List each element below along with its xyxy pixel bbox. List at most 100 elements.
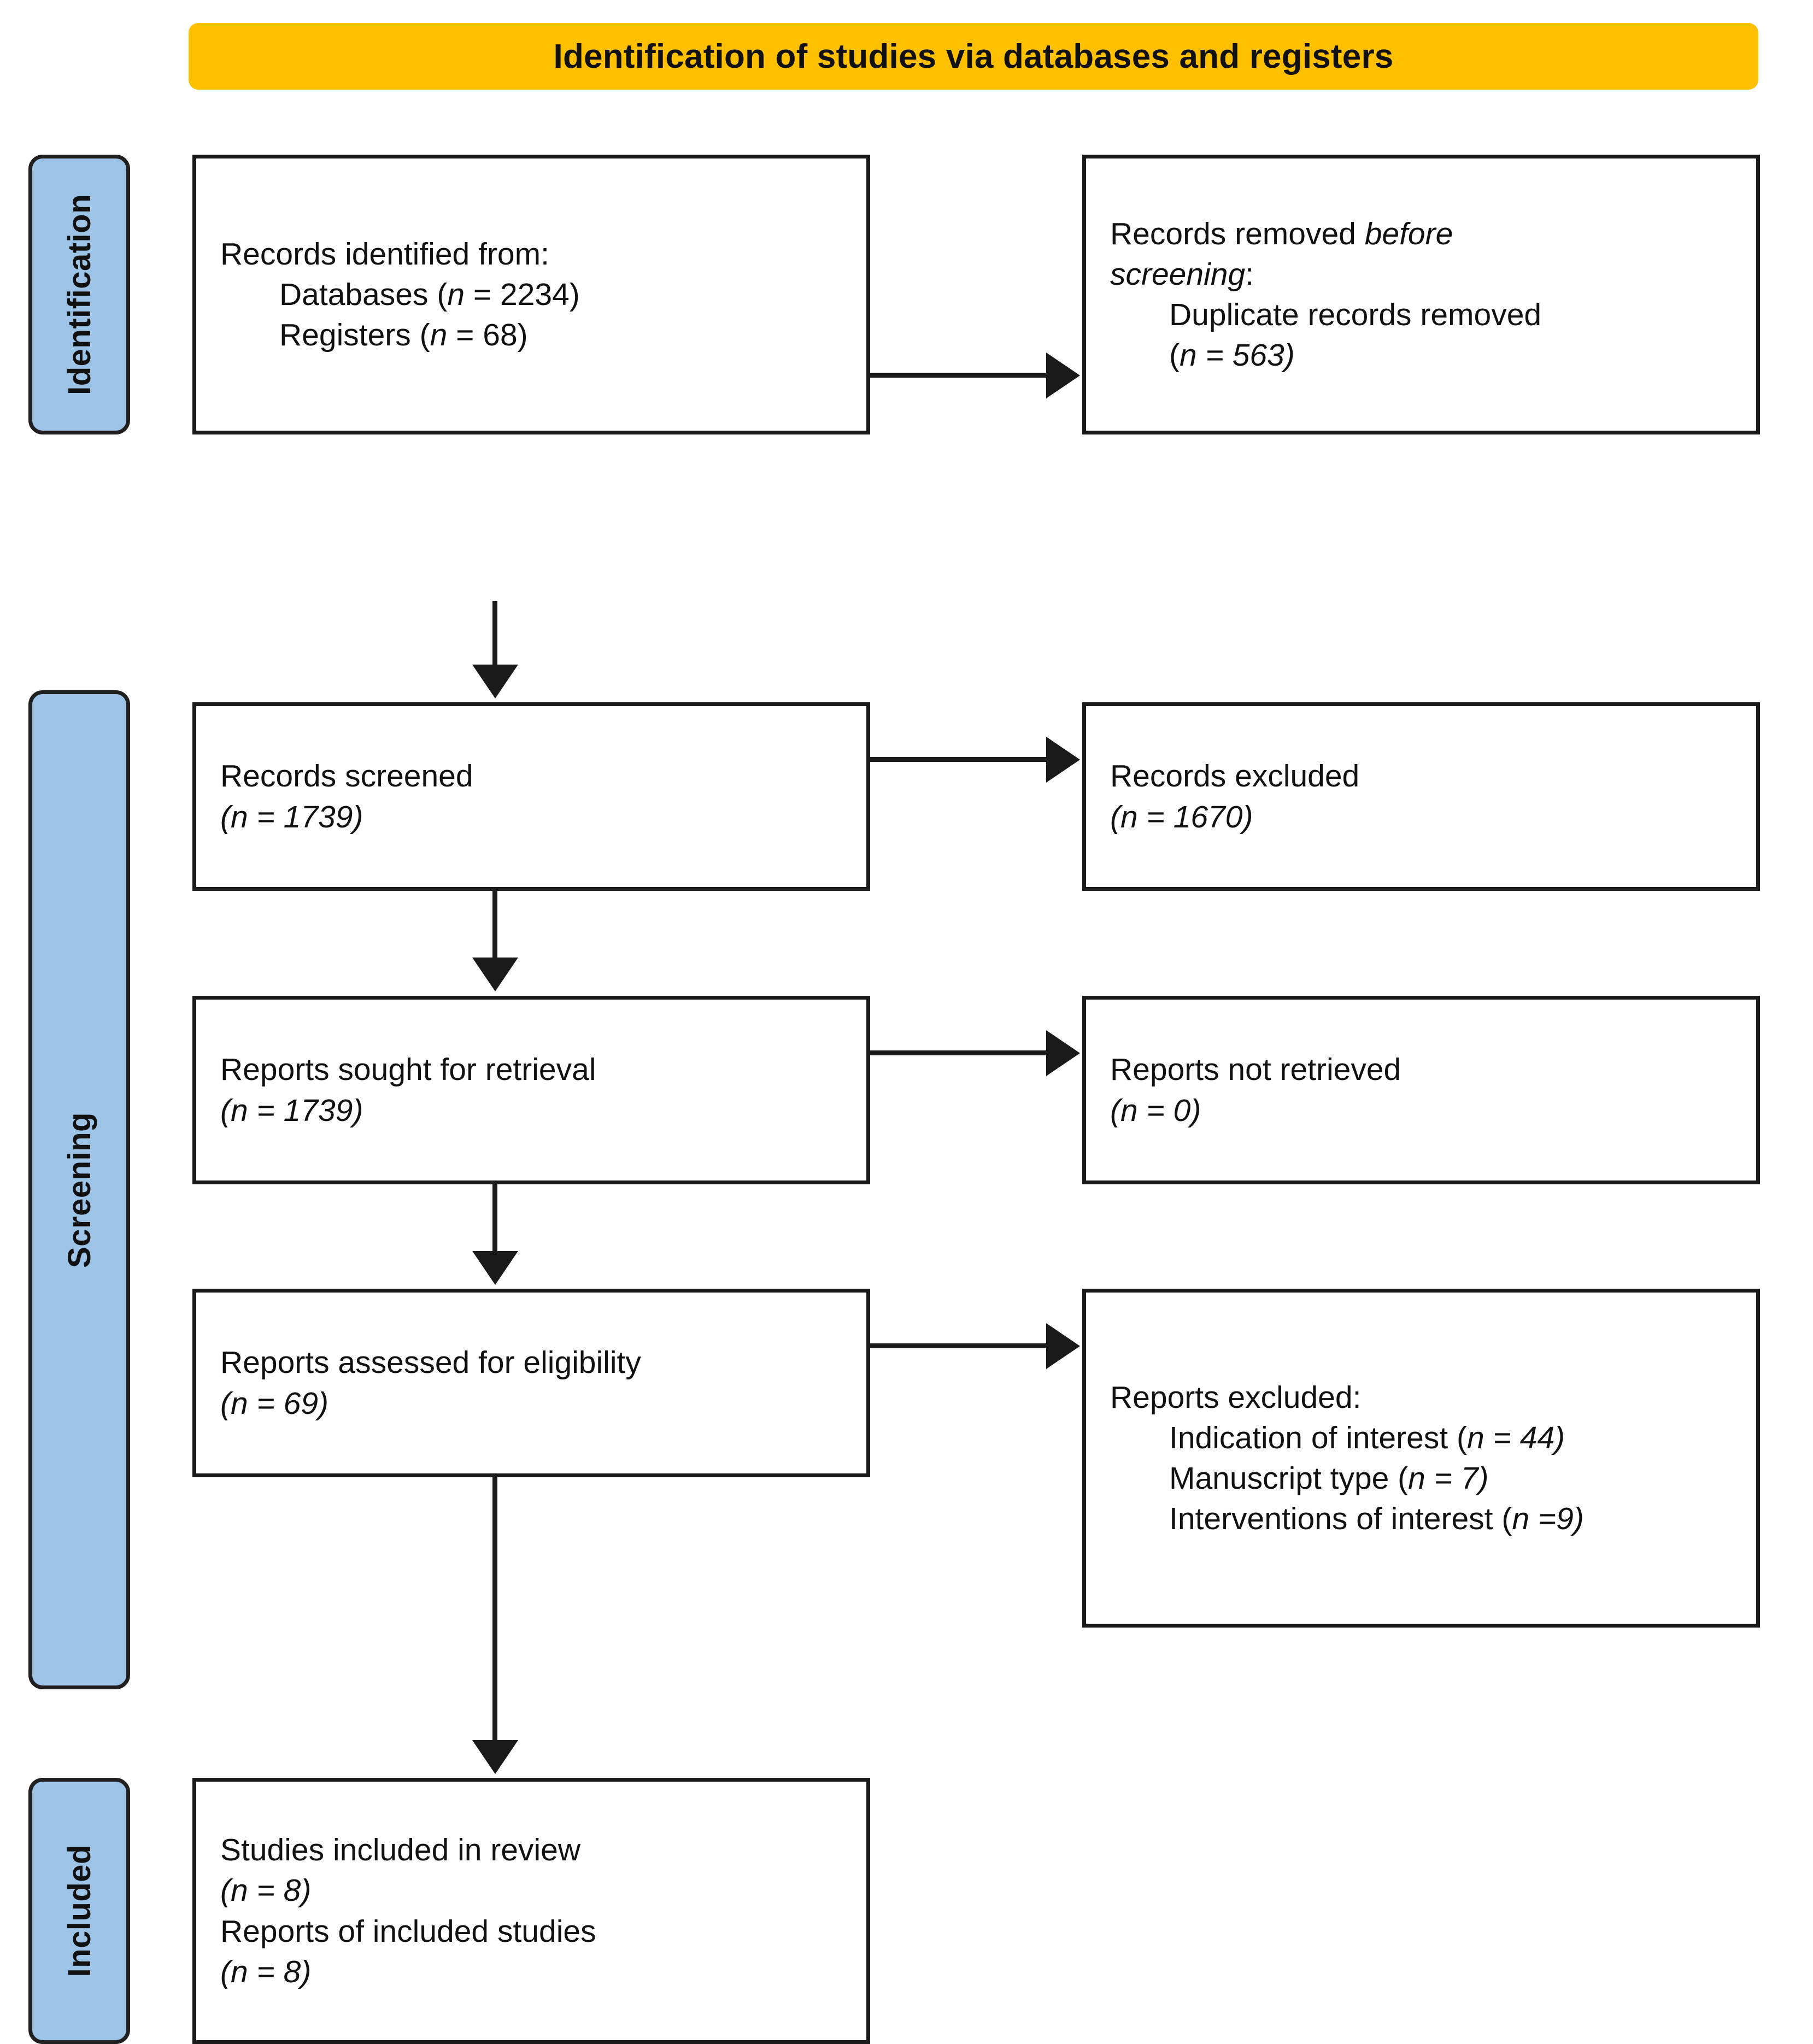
header-banner: Identification of studies via databases …: [189, 23, 1758, 90]
records-excluded-count: (n = 1670): [1110, 797, 1732, 837]
connector-identified-to-removed: [870, 373, 1051, 378]
reports-assessed-title: Reports assessed for eligibility: [220, 1345, 641, 1381]
box-records-identified: Records identified from: Databases (n = …: [192, 155, 870, 434]
not-retrieved-n-symbol: n: [1120, 1093, 1138, 1128]
indication-label: Indication of interest (: [1169, 1420, 1467, 1455]
registers-n-symbol: n: [430, 318, 448, 353]
assessed-n-value: = 69): [248, 1385, 329, 1421]
reports-excluded-title: Reports excluded:: [1110, 1379, 1362, 1415]
box-records-excluded: Records excluded (n = 1670): [1082, 702, 1760, 891]
duplicates-paren-open: (: [1169, 338, 1180, 373]
records-identified-databases: Databases (n = 2234): [220, 274, 842, 315]
manuscript-n-symbol: n: [1408, 1461, 1425, 1496]
duplicate-records-removed-count: (n = 563): [1110, 335, 1732, 375]
arrowhead-down-icon: [472, 1251, 518, 1285]
reports-excluded-interventions: Interventions of interest (n =9): [1110, 1499, 1732, 1539]
studies-paren-open: (: [220, 1873, 231, 1908]
reports-sought-count: (n = 1739): [220, 1090, 842, 1131]
registers-n-value: = 68): [447, 318, 528, 353]
reports-assessed-count: (n = 69): [220, 1383, 842, 1424]
manuscript-n-value: = 7): [1425, 1461, 1489, 1496]
indication-n-symbol: n: [1466, 1420, 1485, 1455]
arrowhead-down-icon: [472, 1740, 518, 1774]
records-identified-title: Records identified from:: [220, 236, 549, 272]
databases-n-value: = 2234): [465, 277, 580, 312]
databases-n-symbol: n: [447, 277, 465, 312]
connector-identified-to-screened: [492, 601, 497, 668]
duplicate-records-removed-label: Duplicate records removed: [1169, 297, 1542, 332]
records-screened-title: Records screened: [220, 759, 473, 794]
connector-assessed-to-included: [492, 1477, 497, 1741]
connector-screened-to-sought: [492, 891, 497, 960]
studies-n-value: = 8): [248, 1873, 312, 1908]
records-removed-before: before: [1364, 216, 1453, 251]
stage-rail-included: Included: [28, 1778, 130, 2044]
arrowhead-right-icon: [1046, 353, 1080, 398]
stage-rail-included-label: Included: [61, 1845, 97, 1977]
sought-paren-open: (: [220, 1093, 231, 1128]
databases-label: Databases (: [279, 277, 448, 312]
records-removed-colon: :: [1245, 256, 1254, 292]
reports-included-n-symbol: n: [230, 1954, 248, 1989]
box-reports-sought: Reports sought for retrieval (n = 1739): [192, 996, 870, 1184]
header-banner-title: Identification of studies via databases …: [553, 37, 1394, 75]
stage-rail-screening: Screening: [28, 690, 130, 1689]
arrowhead-right-icon: [1046, 1323, 1080, 1369]
registers-label: Registers (: [279, 318, 430, 353]
duplicates-n-value: = 563): [1196, 338, 1295, 373]
reports-excluded-indication: Indication of interest (n = 44): [1110, 1418, 1732, 1458]
stage-rail-screening-label: Screening: [61, 1112, 97, 1268]
reports-included-title: Reports of included studies: [220, 1913, 596, 1949]
reports-not-retrieved-title: Reports not retrieved: [1110, 1052, 1401, 1088]
box-reports-excluded: Reports excluded: Indication of interest…: [1082, 1289, 1760, 1628]
box-studies-included: Studies included in review (n = 8) Repor…: [192, 1778, 870, 2044]
reports-not-retrieved-count: (n = 0): [1110, 1090, 1732, 1131]
arrowhead-right-icon: [1046, 737, 1080, 783]
records-removed-label: Records removed: [1110, 216, 1365, 251]
studies-included-count: (n = 8): [220, 1870, 842, 1911]
studies-included-title: Studies included in review: [220, 1832, 581, 1868]
reports-included-count: (n = 8): [220, 1952, 842, 1992]
connector-screened-to-records-excluded: [870, 757, 1051, 762]
interventions-n-symbol: n: [1512, 1501, 1530, 1537]
arrowhead-right-icon: [1046, 1030, 1080, 1076]
arrowhead-down-icon: [472, 958, 518, 991]
screened-n-value: = 1739): [248, 799, 363, 835]
assessed-n-symbol: n: [230, 1385, 248, 1421]
records-screened-count: (n = 1739): [220, 797, 842, 837]
rec-excluded-paren-open: (: [1110, 799, 1120, 835]
interventions-n-value: =9): [1529, 1501, 1584, 1537]
connector-assessed-to-reports-excluded: [870, 1343, 1051, 1348]
assessed-paren-open: (: [220, 1385, 231, 1421]
records-removed-title: Records removed before: [1110, 214, 1732, 254]
not-retrieved-n-value: = 0): [1137, 1093, 1201, 1128]
interventions-label: Interventions of interest (: [1169, 1501, 1512, 1537]
box-records-removed: Records removed before screening: Duplic…: [1082, 155, 1760, 434]
records-removed-screening: screening: [1110, 256, 1246, 292]
box-reports-assessed: Reports assessed for eligibility (n = 69…: [192, 1289, 870, 1477]
rec-excluded-n-symbol: n: [1120, 799, 1138, 835]
manuscript-label: Manuscript type (: [1169, 1461, 1409, 1496]
connector-sought-to-assessed: [492, 1184, 497, 1253]
rec-excluded-n-value: = 1670): [1137, 799, 1253, 835]
not-retrieved-paren-open: (: [1110, 1093, 1120, 1128]
studies-n-symbol: n: [230, 1873, 248, 1908]
stage-rail-identification: Identification: [28, 155, 130, 434]
records-excluded-title: Records excluded: [1110, 759, 1360, 794]
sought-n-value: = 1739): [248, 1093, 363, 1128]
box-reports-not-retrieved: Reports not retrieved (n = 0): [1082, 996, 1760, 1184]
reports-excluded-manuscript: Manuscript type (n = 7): [1110, 1458, 1732, 1499]
connector-sought-to-not-retrieved: [870, 1050, 1051, 1055]
screened-n-symbol: n: [230, 799, 248, 835]
stage-rail-identification-label: Identification: [61, 194, 97, 395]
screened-paren-open: (: [220, 799, 231, 835]
duplicates-n-symbol: n: [1179, 338, 1197, 373]
records-removed-subtitle: screening:: [1110, 254, 1732, 295]
reports-included-paren-open: (: [220, 1954, 231, 1989]
box-records-screened: Records screened (n = 1739): [192, 702, 870, 891]
records-identified-registers: Registers (n = 68): [220, 315, 842, 355]
arrowhead-down-icon: [472, 665, 518, 698]
indication-n-value: = 44): [1484, 1420, 1565, 1455]
reports-included-n-value: = 8): [248, 1954, 312, 1989]
